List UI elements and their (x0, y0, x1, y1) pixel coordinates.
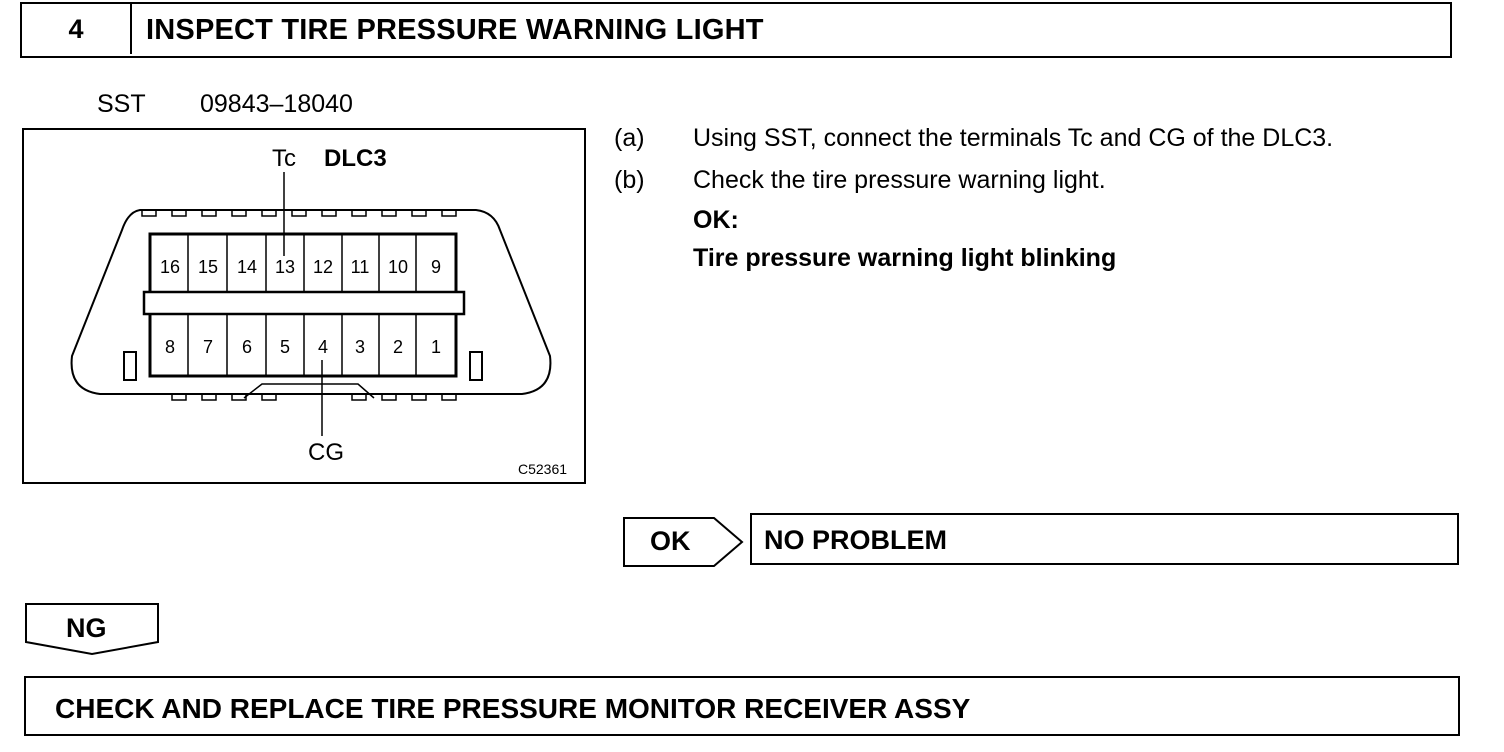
ng-result-action: CHECK AND REPLACE TIRE PRESSURE MONITOR … (55, 693, 971, 724)
ok-result-action: NO PROBLEM (764, 525, 948, 555)
top-teeth (141, 210, 457, 217)
dlc3-connector-diagram: 16 15 14 13 12 11 10 9 8 7 6 5 4 3 2 1 T… (70, 145, 567, 477)
sst-label: SST (97, 90, 146, 118)
pin-6: 6 (242, 337, 252, 357)
ok-arrow-icon (623, 517, 744, 567)
pin-5: 5 (280, 337, 290, 357)
pin-7: 7 (203, 337, 213, 357)
instruction-a-letter: (a) (614, 124, 645, 152)
pin-dividers (187, 234, 417, 376)
pin-11: 11 (351, 257, 370, 277)
pin-13: 13 (275, 257, 295, 277)
instruction-a-text: Using SST, connect the terminals Tc and … (693, 124, 1334, 152)
pin-12: 12 (313, 257, 333, 277)
pin-14: 14 (237, 257, 257, 277)
ng-result-label: NG (66, 613, 107, 643)
ok-result-box (750, 513, 1459, 565)
ng-result-box (24, 676, 1460, 736)
step-header (20, 2, 1452, 58)
dlc3-label: DLC3 (324, 145, 387, 172)
right-latch (469, 351, 483, 381)
step-number: 4 (22, 4, 132, 54)
separator-bar (142, 290, 466, 316)
dlc3-figure (22, 128, 586, 484)
bottom-teeth (171, 394, 457, 401)
ng-arrow-icon (25, 603, 159, 656)
tc-label: Tc (272, 145, 296, 172)
pin-4: 4 (318, 337, 328, 357)
ok-result-label: OK (650, 526, 691, 556)
step-title: INSPECT TIRE PRESSURE WARNING LIGHT (146, 14, 764, 46)
pin-16: 16 (160, 257, 180, 277)
instruction-b-letter: (b) (614, 166, 645, 194)
pin-1: 1 (431, 337, 441, 357)
ok-criteria-text: Tire pressure warning light blinking (693, 244, 1117, 272)
pin-8: 8 (165, 337, 175, 357)
pin-9: 9 (431, 257, 441, 277)
pin-10: 10 (388, 257, 408, 277)
sst-number: 09843–18040 (200, 90, 353, 118)
pin-3: 3 (355, 337, 365, 357)
pin-2: 2 (393, 337, 403, 357)
keyway (243, 383, 375, 399)
figure-code: C52361 (518, 461, 567, 477)
ok-criteria-label: OK: (693, 206, 739, 234)
connector-shell (70, 209, 552, 395)
left-latch (123, 351, 137, 381)
instruction-b-text: Check the tire pressure warning light. (693, 166, 1106, 194)
pin-15: 15 (198, 257, 218, 277)
cg-label: CG (308, 439, 344, 466)
